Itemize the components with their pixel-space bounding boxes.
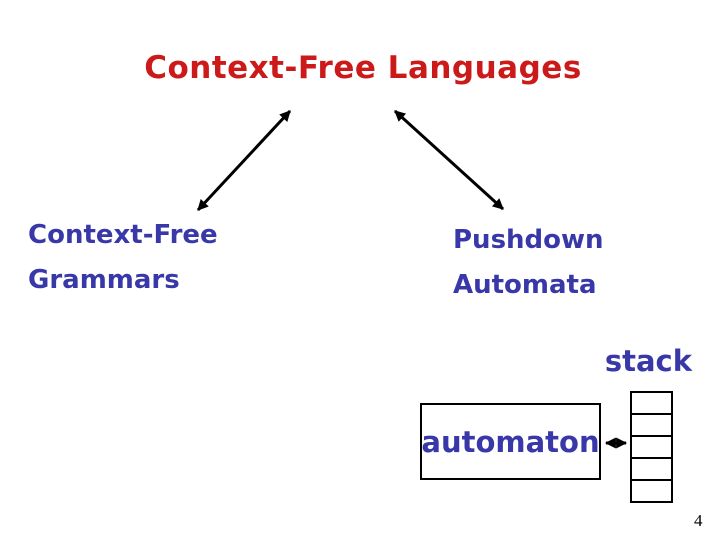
right-concept-line1: Pushdown [453,225,604,255]
stack-cell [630,479,673,503]
page-number: 4 [694,511,703,530]
stack-cells [630,391,673,503]
arrow-title-to-automata-icon [393,109,505,211]
left-concept-label: Context-Free Grammars [28,213,218,303]
right-concept-line2: Automata [453,270,597,300]
automaton-label: automaton [421,424,600,459]
stack-cell [630,413,673,437]
stack-cell [630,435,673,459]
left-concept-line1: Context-Free [28,220,218,250]
stack-cell [630,391,673,415]
arrow-title-to-grammars-icon [196,109,292,212]
automaton-box: automaton [420,403,601,480]
stack-label: stack [604,344,692,378]
left-concept-line2: Grammars [28,265,180,295]
stack-cell [630,457,673,481]
slide-title: Context-Free Languages [144,50,582,86]
right-concept-label: Pushdown Automata [453,218,604,308]
